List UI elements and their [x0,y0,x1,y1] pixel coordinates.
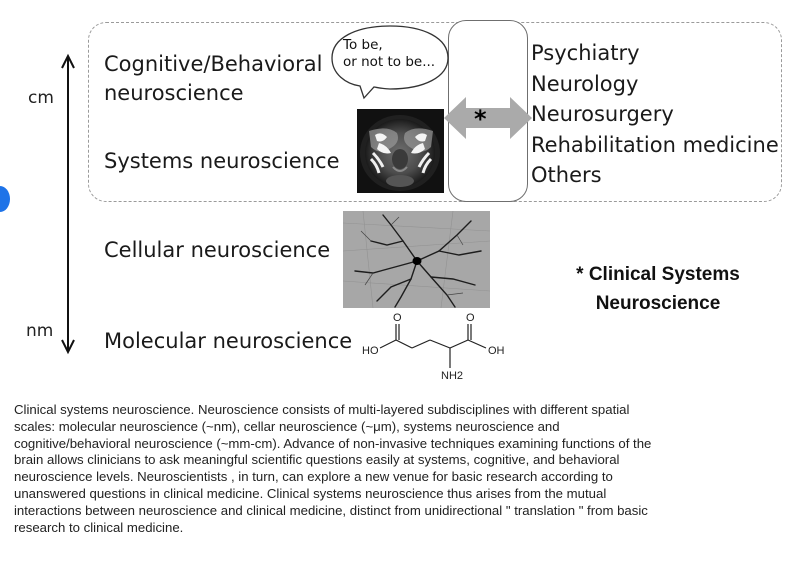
clinical-fields-list: Psychiatry Neurology Neurosurgery Rehabi… [531,38,779,191]
neuron-micrograph-image [343,211,490,308]
molecule-o-left: O [393,312,402,324]
level-systems: Systems neuroscience [104,149,340,173]
level-molecular: Molecular neuroscience [104,329,353,353]
speech-line2: or not to be... [343,54,436,70]
scale-arrow [61,53,75,355]
brain-mri-image [357,109,444,193]
scale-label-cm: cm [28,88,54,108]
level-cognitive-line2: neuroscience [104,81,244,105]
clinical-label-line2: Neuroscience [595,293,721,314]
clinical-field-neurology: Neurology [531,71,639,96]
molecule-nh2: NH2 [441,370,464,382]
level-cognitive: Cognitive/Behavioral neuroscience [104,50,322,108]
glutamate-molecule-diagram [379,324,487,368]
clinical-field-others: Others [531,163,602,187]
bidirectional-arrow-icon [444,97,532,139]
clinical-systems-box [88,22,782,202]
molecule-oh: OH [488,345,505,357]
level-cellular: Cellular neuroscience [104,238,331,262]
blue-marker-dot [0,186,10,212]
figure-caption: Clinical systems neuroscience. Neuroscie… [14,402,652,535]
scale-label-nm: nm [26,321,54,341]
molecule-o-right: O [466,312,475,324]
clinical-field-rehabilitation: Rehabilitation medicine [531,132,779,157]
level-cognitive-line1: Cognitive/Behavioral [104,52,323,76]
molecule-ho: HO [362,345,379,357]
clinical-label-line1: * Clinical Systems [576,264,740,285]
asterisk-marker: * [474,105,487,133]
clinical-field-neurosurgery: Neurosurgery [531,102,674,126]
clinical-systems-label: * Clinical Systems Neuroscience [548,260,768,318]
speech-bubble [331,25,449,100]
speech-bubble-text: To be, or not to be... [343,37,447,71]
clinical-field-psychiatry: Psychiatry [531,41,640,65]
speech-line1: To be, [343,37,383,53]
